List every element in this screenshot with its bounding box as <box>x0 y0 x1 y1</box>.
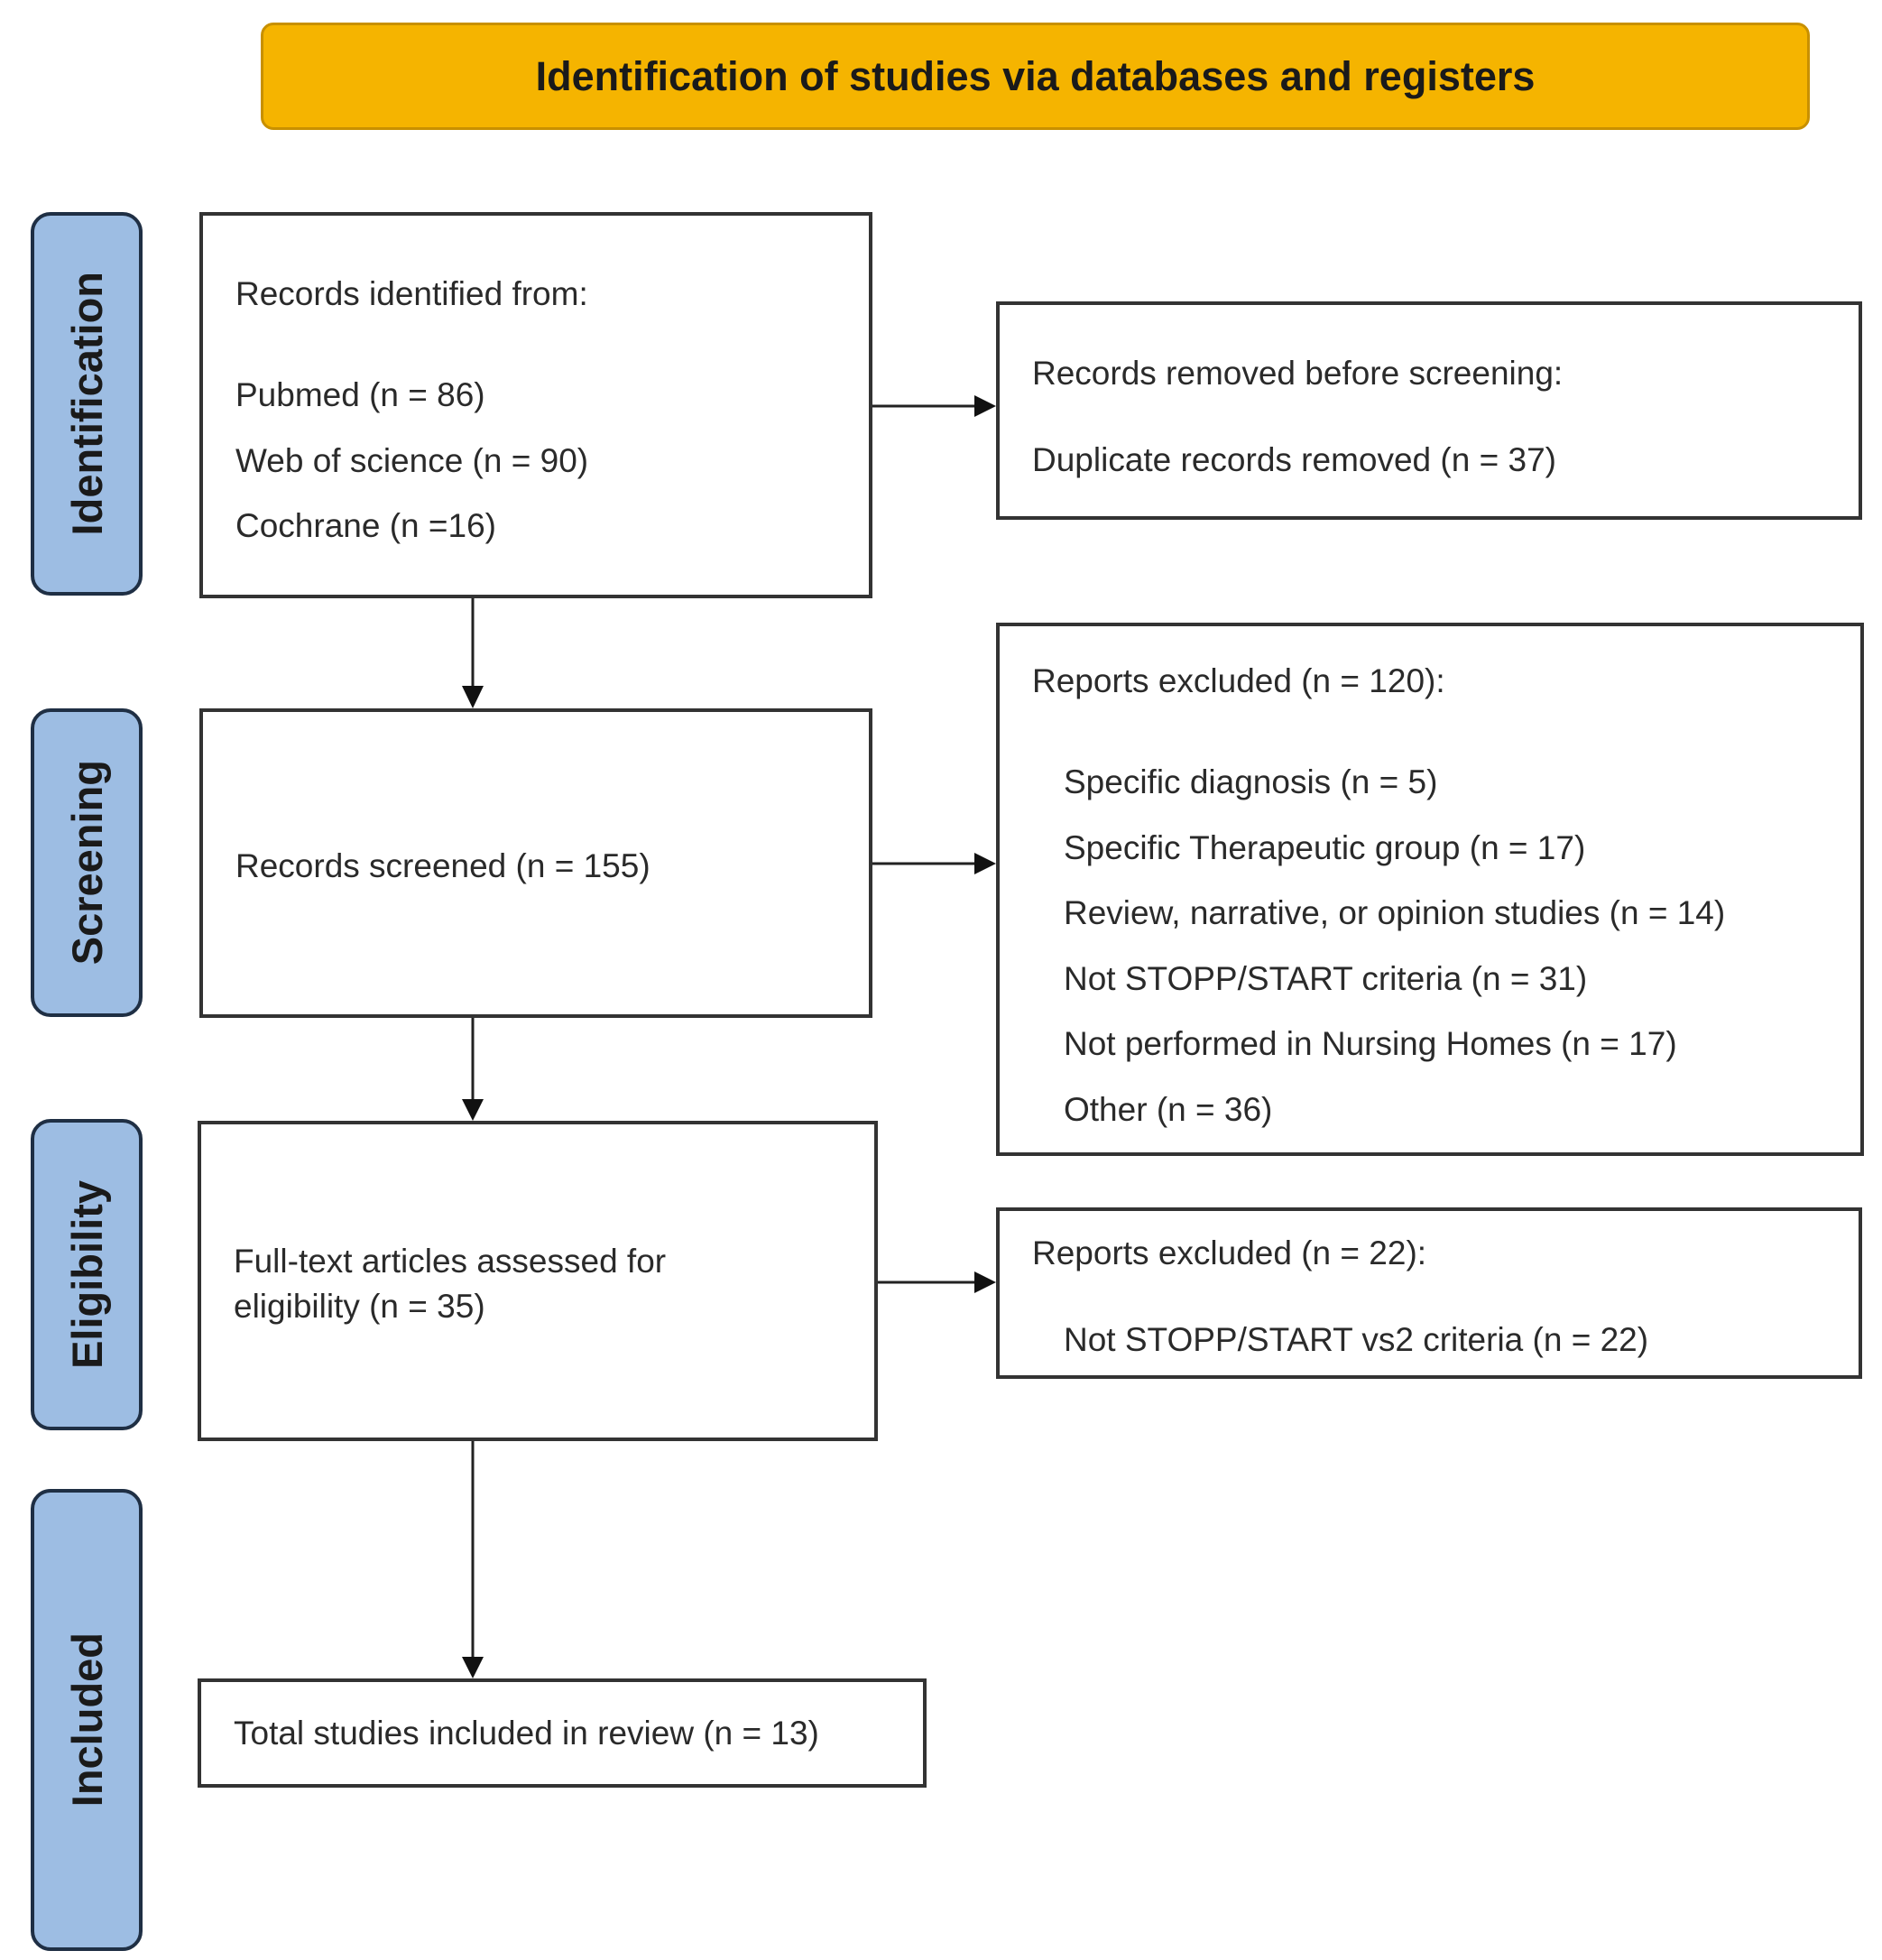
reports-excluded-screening-box: Reports excluded (n = 120): Specific dia… <box>996 623 1864 1156</box>
reports-excluded-eligibility-box: Reports excluded (n = 22): Not STOPP/STA… <box>996 1207 1862 1379</box>
records-identified-box: Records identified from: Pubmed (n = 86)… <box>199 212 872 598</box>
exclusion-reason: Specific Therapeutic group (n = 17) <box>1064 829 1586 866</box>
header-title: Identification of studies via databases … <box>535 52 1536 99</box>
records-screened-box: Records screened (n = 155) <box>199 708 872 1018</box>
stage-screening: Screening <box>31 708 143 1017</box>
records-identified-heading: Records identified from: <box>235 275 588 312</box>
included-box: Total studies included in review (n = 13… <box>198 1678 927 1788</box>
arrow-head <box>462 1657 484 1678</box>
eligibility-box: Full-text articles assessed for eligibil… <box>198 1121 878 1441</box>
reports-excluded-screening-heading: Reports excluded (n = 120): <box>1032 662 1445 699</box>
header-banner: Identification of studies via databases … <box>261 23 1810 130</box>
records-screened-text: Records screened (n = 155) <box>235 847 650 884</box>
arrow-head <box>974 1271 996 1293</box>
eligibility-text: Full-text articles assessed for eligibil… <box>234 1243 667 1325</box>
records-removed-heading: Records removed before screening: <box>1032 355 1564 392</box>
exclusion-reason: Other (n = 36) <box>1064 1091 1273 1128</box>
exclusion-reason: Not performed in Nursing Homes (n = 17) <box>1064 1025 1677 1062</box>
stage-included: Included <box>31 1489 143 1951</box>
source-cochrane: Cochrane (n =16) <box>235 507 496 544</box>
reports-excluded-eligibility-heading: Reports excluded (n = 22): <box>1032 1234 1427 1271</box>
source-pubmed: Pubmed (n = 86) <box>235 376 485 413</box>
stage-identification: Identification <box>31 212 143 596</box>
stage-eligibility: Eligibility <box>31 1119 143 1430</box>
exclusion-reason: Specific diagnosis (n = 5) <box>1064 763 1438 800</box>
arrow-head <box>462 686 484 708</box>
records-removed-box: Records removed before screening: Duplic… <box>996 301 1862 520</box>
arrow-head <box>974 853 996 874</box>
eligibility-exclusion-reason: Not STOPP/START vs2 criteria (n = 22) <box>1064 1321 1649 1358</box>
exclusion-reason: Not STOPP/START criteria (n = 31) <box>1064 960 1588 997</box>
duplicate-records-removed: Duplicate records removed (n = 37) <box>1032 441 1556 478</box>
arrow-head <box>462 1099 484 1121</box>
source-web-of-science: Web of science (n = 90) <box>235 442 589 479</box>
included-text: Total studies included in review (n = 13… <box>234 1715 819 1752</box>
exclusion-reason: Review, narrative, or opinion studies (n… <box>1064 894 1726 931</box>
arrow-head <box>974 395 996 417</box>
